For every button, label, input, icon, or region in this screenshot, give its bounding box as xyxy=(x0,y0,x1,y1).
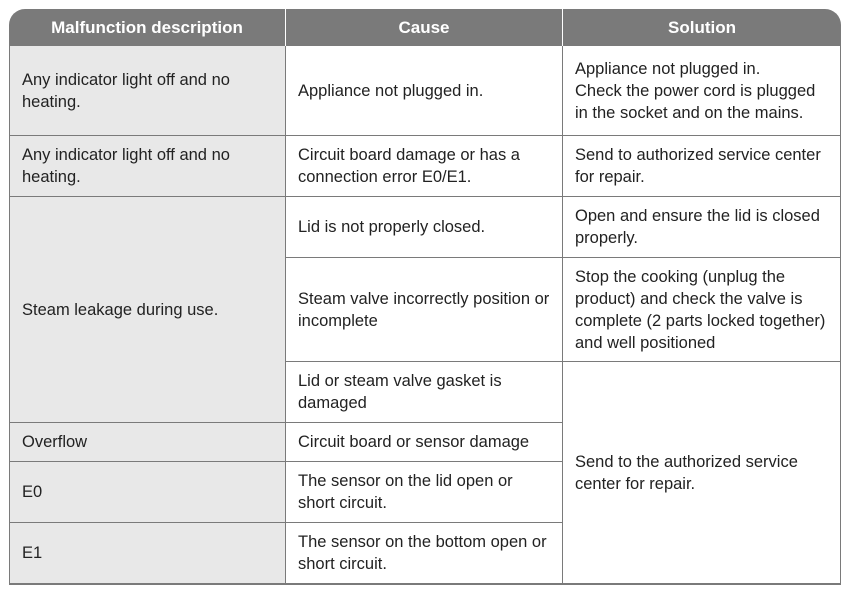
malfunction-cell: E0 xyxy=(9,462,286,523)
table-row: E1 The sensor on the bottom open or shor… xyxy=(9,523,841,585)
table-row: E0 The sensor on the lid open or short c… xyxy=(9,462,841,523)
malfunction-cell: Any indicator light off and no heating. xyxy=(9,136,286,197)
table-row: Steam leakage during use. Lid is not pro… xyxy=(9,197,841,423)
malfunction-cell: Steam leakage during use. xyxy=(9,197,286,423)
table-body: Any indicator light off and no heating. … xyxy=(9,46,841,585)
solution-line: Appliance not plugged in. xyxy=(575,59,761,78)
table-row: Any indicator light off and no heating. … xyxy=(9,46,841,136)
cause-cell: Circuit board or sensor damage xyxy=(286,423,563,462)
cause-cell: The sensor on the lid open or short circ… xyxy=(286,462,563,523)
table-row: Lid or steam valve gasket is damaged Sen… xyxy=(9,362,841,585)
header-malfunction: Malfunction description xyxy=(9,9,286,46)
table-row: Any indicator light off and no heating. … xyxy=(9,136,841,197)
header-cause: Cause xyxy=(286,9,563,46)
solution-cell: Appliance not plugged in. Check the powe… xyxy=(563,46,841,136)
cause-cell: Steam valve incorrectly position or inco… xyxy=(286,258,563,362)
table-row: Overflow Circuit board or sensor damage xyxy=(9,423,841,462)
shared-solution-cell: Send to the authorized service center fo… xyxy=(563,362,841,585)
malfunction-cell: E1 xyxy=(9,523,286,585)
troubleshooting-table-container: Malfunction description Cause Solution A… xyxy=(9,9,841,585)
cause-cell: The sensor on the bottom open or short c… xyxy=(286,523,563,585)
header-solution: Solution xyxy=(563,9,841,46)
table-row: Steam valve incorrectly position or inco… xyxy=(9,258,841,362)
troubleshooting-table: Malfunction description Cause Solution A… xyxy=(9,9,841,585)
cause-cell: Circuit board damage or has a connection… xyxy=(286,136,563,197)
solution-line: Check the power cord is plugged in the s… xyxy=(575,81,816,122)
cause-cell: Lid or steam valve gasket is damaged xyxy=(286,362,563,423)
malfunction-cell: Any indicator light off and no heating. xyxy=(9,46,286,136)
malfunction-cell: Overflow xyxy=(9,423,286,462)
solution-cell: Stop the cooking (unplug the product) an… xyxy=(563,258,841,362)
cause-cell: Lid is not properly closed. xyxy=(286,197,563,258)
solution-cell: Send to authorized service center for re… xyxy=(563,136,841,197)
cause-cell: Appliance not plugged in. xyxy=(286,46,563,136)
solution-cell: Open and ensure the lid is closed proper… xyxy=(563,197,841,258)
table-header: Malfunction description Cause Solution xyxy=(9,9,841,46)
